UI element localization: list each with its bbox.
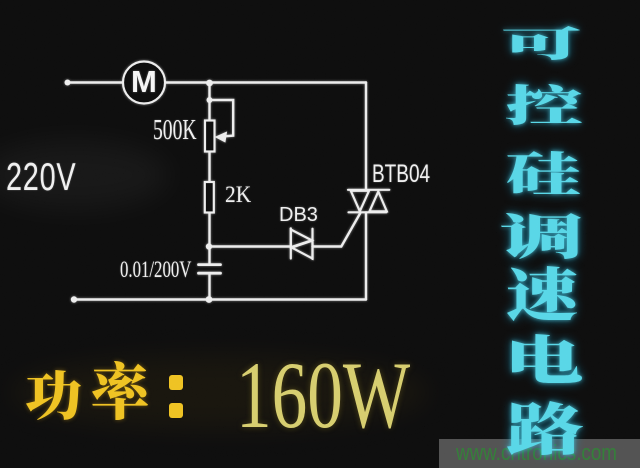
potentiometer-body [203,119,216,153]
resistor-label: 2K [225,182,252,207]
junction-dot-bottom [205,296,213,303]
junction-dot-top [206,79,213,87]
source-voltage-label: 220V [6,155,77,199]
title-glyph-6 [512,334,582,383]
diac-symbol [289,227,315,261]
diac-label: DB3 [279,203,318,226]
motor-label: M [131,63,157,99]
power-value: 160W [236,341,411,448]
capacitor-plates [197,263,222,275]
title-glyph-1 [503,26,580,60]
title-glyph-5 [507,266,577,321]
power-glyph-lv [92,361,148,420]
capacitor-label: 0.01/200V [120,257,192,282]
terminal-dot-bottom-left [70,296,78,303]
potentiometer-wiper-arrow [214,131,228,143]
power-glyph-gong [26,370,81,420]
triac-symbol [346,188,391,215]
resistor-body [203,180,215,214]
title-glyph-3 [507,151,580,194]
potentiometer-label: 500K [153,115,197,146]
wire-gate-right [311,211,362,248]
triac-label: BTB04 [372,159,431,188]
title-glyph-4 [501,213,581,259]
title-glyph-7 [507,401,583,455]
terminal-dot-top-left [64,79,71,86]
title-glyph-2 [506,84,582,125]
